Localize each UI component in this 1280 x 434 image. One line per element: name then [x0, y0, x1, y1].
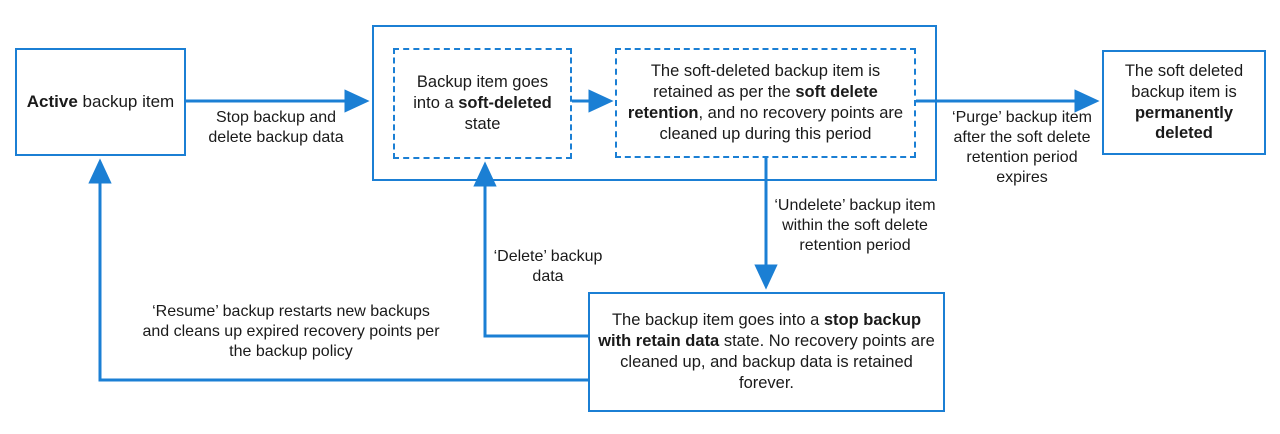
- node-active-backup-item[interactable]: Active backup item: [15, 48, 186, 156]
- edge-label-stop-backup-and-delete-backup-data: Stop backup and delete backup data: [208, 109, 344, 147]
- node-active-backup-item-label: Active backup item: [26, 92, 175, 112]
- edge-label-resume-backup: ‘Resume’ backup restarts new backups and…: [142, 303, 440, 361]
- node-permanently-deleted-label: The soft deleted backup item is permanen…: [1124, 61, 1244, 143]
- edge-label-undelete-backup-item: ‘Undelete’ backup item within the soft d…: [774, 197, 936, 255]
- node-soft-delete-retention[interactable]: The soft-deleted backup item is retained…: [615, 48, 916, 158]
- node-soft-deleted-state[interactable]: Backup item goes into a soft-deleted sta…: [393, 48, 572, 159]
- node-soft-delete-retention-label: The soft-deleted backup item is retained…: [627, 62, 904, 143]
- node-permanently-deleted[interactable]: The soft deleted backup item is permanen…: [1102, 50, 1266, 155]
- node-soft-delete-group: [372, 25, 937, 181]
- node-soft-deleted-state-label: Backup item goes into a soft-deleted sta…: [413, 73, 552, 133]
- node-stop-backup-with-retain-data[interactable]: The backup item goes into a stop backup …: [588, 292, 945, 412]
- node-stop-backup-with-retain-data-label: The backup item goes into a stop backup …: [598, 311, 935, 392]
- edge-label-delete-backup-data: ‘Delete’ backup data: [493, 248, 603, 286]
- edge-label-purge-backup-item: ‘Purge’ backup item after the soft delet…: [952, 109, 1092, 187]
